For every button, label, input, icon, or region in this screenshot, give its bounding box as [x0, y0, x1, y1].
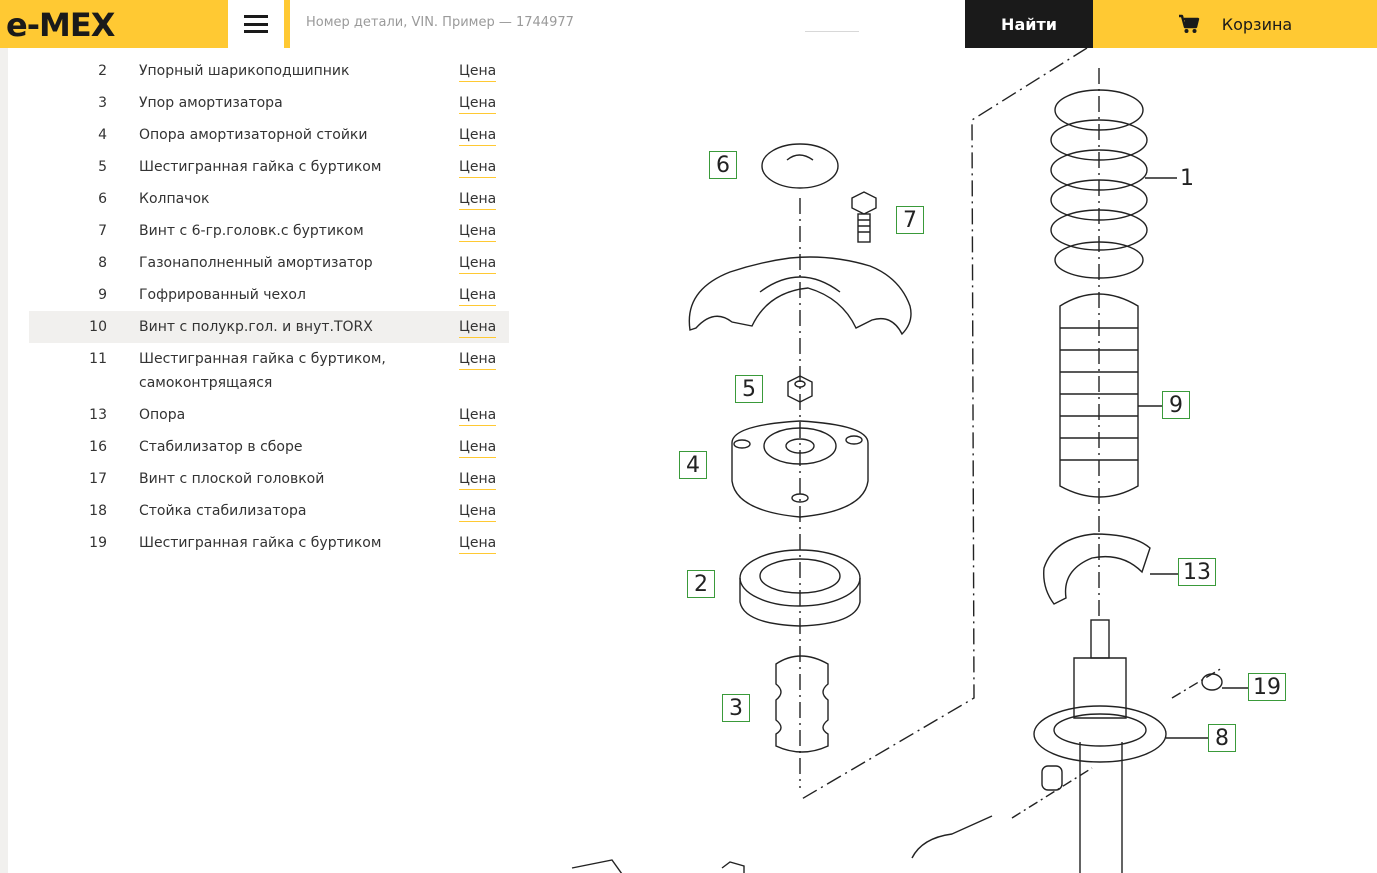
table-row[interactable]: 2 Упорный шарикоподшипник Цена [29, 55, 509, 87]
callout-8[interactable]: 8 [1208, 724, 1236, 752]
part-number: 3 [98, 95, 107, 111]
part-number: 19 [89, 535, 107, 551]
table-row[interactable]: 8 Газонаполненный амортизатор Цена [29, 247, 509, 279]
price-link[interactable]: Цена [459, 255, 497, 274]
part-number: 10 [89, 319, 107, 335]
table-row[interactable]: 9 Гофрированный чехол Цена [29, 279, 509, 311]
table-row[interactable]: 3 Упор амортизатора Цена [29, 87, 509, 119]
part-number: 4 [98, 127, 107, 143]
callout-6[interactable]: 6 [709, 151, 737, 179]
price-link[interactable]: Цена [459, 191, 497, 210]
price-link[interactable]: Цена [459, 319, 497, 338]
price-link[interactable]: Цена [459, 159, 497, 178]
part-number: 11 [89, 351, 107, 367]
hamburger-icon [244, 15, 268, 33]
part-name: Шестигранная гайка с буртиком, самоконтр… [139, 351, 386, 391]
exploded-diagram: 6 7 5 4 2 3 9 13 19 8 1 [532, 48, 1377, 873]
callout-19[interactable]: 19 [1248, 673, 1286, 701]
price-link[interactable]: Цена [459, 127, 497, 146]
part-number: 7 [98, 223, 107, 239]
part-number: 6 [98, 191, 107, 207]
table-row[interactable]: 17 Винт с плоской головкой Цена [29, 463, 509, 495]
table-row[interactable]: 11 Шестигранная гайка с буртиком, самокон… [29, 343, 509, 399]
table-row[interactable]: 4 Опора амортизаторной стойки Цена [29, 119, 509, 151]
price-link[interactable]: Цена [459, 287, 497, 306]
part-name: Опора [139, 407, 186, 423]
part-name: Винт с плоской головкой [139, 471, 325, 487]
part-name: Винт с 6-гр.головк.с буртиком [139, 223, 364, 239]
price-link[interactable]: Цена [459, 439, 497, 458]
label-1[interactable]: 1 [1180, 166, 1194, 191]
part-name: Шестигранная гайка с буртиком [139, 535, 382, 551]
price-link[interactable]: Цена [459, 223, 497, 242]
callout-13[interactable]: 13 [1178, 558, 1216, 586]
menu-button[interactable] [228, 0, 284, 48]
suspension-drawing [571, 48, 1248, 873]
part-name: Колпачок [139, 191, 210, 207]
price-link[interactable]: Цена [459, 407, 497, 426]
part-number: 17 [89, 471, 107, 487]
part-number: 13 [89, 407, 107, 423]
price-link[interactable]: Цена [459, 471, 497, 490]
logo-text: e-MEX [6, 6, 115, 44]
callout-2[interactable]: 2 [687, 570, 715, 598]
cart-icon [1178, 14, 1199, 33]
part-number: 8 [98, 255, 107, 271]
part-number: 18 [89, 503, 107, 519]
example-underline [805, 31, 859, 32]
callout-4[interactable]: 4 [679, 451, 707, 479]
price-link[interactable]: Цена [459, 351, 497, 370]
search-input[interactable] [290, 0, 965, 44]
find-button[interactable]: Найти [965, 0, 1093, 48]
part-name: Стабилизатор в сборе [139, 439, 303, 455]
part-name: Опора амортизаторной стойки [139, 127, 368, 143]
part-name: Упорный шарикоподшипник [139, 63, 350, 79]
callout-7[interactable]: 7 [896, 206, 924, 234]
table-row[interactable]: 18 Стойка стабилизатора Цена [29, 495, 509, 527]
price-link[interactable]: Цена [459, 95, 497, 114]
part-name: Стойка стабилизатора [139, 503, 307, 519]
table-row[interactable]: 13 Опора Цена [29, 399, 509, 431]
table-row[interactable]: 5 Шестигранная гайка с буртиком Цена [29, 151, 509, 183]
cart-label: Корзина [1221, 14, 1293, 34]
part-number: 2 [98, 63, 107, 79]
part-number: 16 [89, 439, 107, 455]
callout-5[interactable]: 5 [735, 375, 763, 403]
top-header: e-MEX Найти Корзина [0, 0, 1377, 48]
part-name: Упор амортизатора [139, 95, 283, 111]
part-number: 5 [98, 159, 107, 175]
price-link[interactable]: Цена [459, 63, 497, 82]
part-name: Газонаполненный амортизатор [139, 255, 373, 271]
table-row[interactable]: 6 Колпачок Цена [29, 183, 509, 215]
callout-3[interactable]: 3 [722, 694, 750, 722]
table-row[interactable]: 19 Шестигранная гайка с буртиком Цена [29, 527, 509, 559]
table-row[interactable]: 16 Стабилизатор в сборе Цена [29, 431, 509, 463]
price-link[interactable]: Цена [459, 535, 497, 554]
part-number: 9 [98, 287, 107, 303]
price-link[interactable]: Цена [459, 503, 497, 522]
part-name: Шестигранная гайка с буртиком [139, 159, 382, 175]
cart-button[interactable]: Корзина [1093, 0, 1377, 48]
part-name: Винт с полукр.гол. и внут.TORX [139, 319, 373, 335]
table-row-highlighted[interactable]: 10 Винт с полукр.гол. и внут.TORX Цена [29, 311, 509, 343]
table-row[interactable]: 7 Винт с 6-гр.головк.с буртиком Цена [29, 215, 509, 247]
search-box [290, 0, 965, 48]
part-name: Гофрированный чехол [139, 287, 306, 303]
emex-logo[interactable]: e-MEX [0, 0, 228, 48]
callout-9[interactable]: 9 [1162, 391, 1190, 419]
